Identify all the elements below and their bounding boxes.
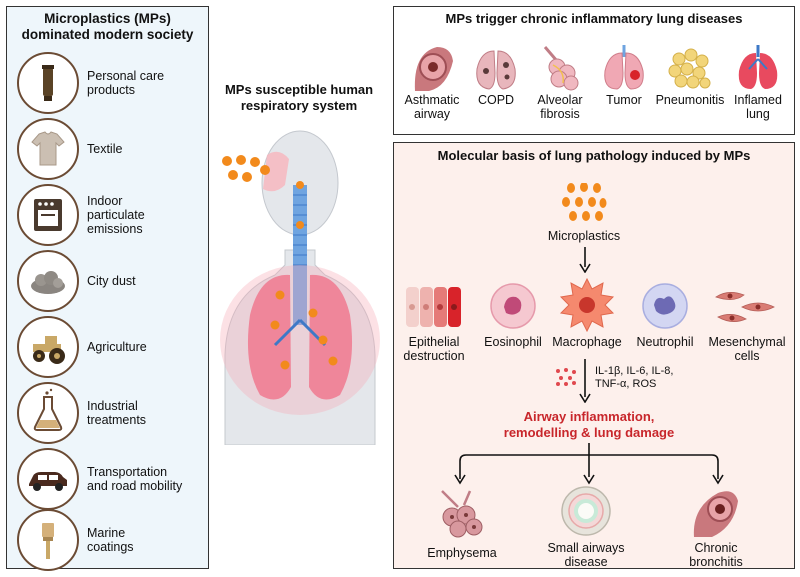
mesenchymal-cells-icon	[715, 292, 775, 322]
pneumonitis-icon	[668, 48, 711, 89]
respiratory-title: MPs susceptible human respiratory system	[224, 82, 374, 113]
outcome-label: Chronic bronchitis	[689, 541, 743, 569]
tumor-lung-icon	[604, 45, 644, 90]
car-icon	[29, 472, 67, 491]
tube-icon	[42, 65, 54, 101]
molecular-title: Molecular basis of lung pathology induce…	[437, 148, 751, 163]
source-item-industrial: Industrial treatments	[17, 382, 207, 444]
oven-icon	[34, 199, 62, 231]
bronchitis-icon	[693, 491, 738, 537]
source-label: Indoor particulate emissions	[87, 194, 145, 236]
outcome-label: Small airways disease	[547, 541, 625, 569]
eosinophil-icon	[490, 283, 536, 329]
sources-panel: Microplastics (MPs) dominated modern soc…	[6, 6, 209, 571]
lung-icon	[476, 50, 516, 90]
human-body-illustration	[220, 130, 380, 445]
arrow-down-icon	[579, 359, 591, 403]
cytokines-label: IL-1β, IL-6, IL-8, TNF-α, ROS	[595, 365, 674, 390]
flask-icon	[33, 388, 63, 431]
small-airway-icon	[561, 486, 611, 536]
source-item-transportation: Transportation and road mobility	[17, 448, 207, 510]
sources-title: Microplastics (MPs) dominated modern soc…	[21, 11, 194, 42]
arrow-down-icon	[579, 247, 591, 273]
source-label: Textile	[87, 142, 123, 156]
disease-asthmatic: Asthmatic airway	[400, 43, 464, 131]
source-item-textile: Textile	[17, 118, 207, 180]
cell-label: Neutrophil	[636, 335, 694, 349]
dust-icon	[31, 271, 65, 294]
outcome-label: Emphysema	[427, 546, 497, 560]
branch-connector	[454, 443, 724, 485]
disease-fibrosis: Alveolar fibrosis	[528, 43, 592, 131]
molecular-panel: Molecular basis of lung pathology induce…	[393, 142, 795, 569]
airway-icon	[414, 47, 453, 91]
cell-label: Eosinophil	[484, 335, 542, 349]
cytokine-dots-icon	[556, 368, 576, 386]
tshirt-icon	[31, 131, 65, 166]
source-label: Industrial treatments	[87, 399, 147, 427]
source-label: Personal care products	[87, 69, 165, 97]
brush-icon	[42, 523, 54, 559]
source-item-city-dust: City dust	[17, 250, 207, 312]
source-item-marine: Marine coatings	[17, 509, 207, 571]
source-label: Agriculture	[87, 340, 147, 354]
disease-copd: COPD	[464, 43, 528, 131]
diseases-title: MPs trigger chronic inflammatory lung di…	[445, 11, 743, 26]
cell-label: Epithelial destruction	[403, 335, 465, 363]
macrophage-icon	[559, 277, 615, 333]
tractor-icon	[33, 336, 65, 364]
microplastics-label: Microplastics	[547, 229, 621, 243]
epithelial-cells-icon	[406, 287, 461, 327]
disease-inflamed-lung: Inflamed lung	[726, 43, 790, 131]
emphysema-icon	[441, 490, 483, 538]
alveoli-icon	[543, 46, 579, 91]
source-item-agriculture: Agriculture	[17, 316, 207, 378]
inflammation-label: Airway inflammation, remodelling & lung …	[503, 409, 675, 440]
source-label: Marine coatings	[87, 526, 134, 554]
diseases-panel: MPs trigger chronic inflammatory lung di…	[393, 6, 795, 135]
source-item-indoor: Indoor particulate emissions	[17, 184, 207, 246]
disease-pneumonitis: Pneumonitis	[656, 43, 724, 131]
microplastic-particles-icon	[562, 183, 607, 221]
neutrophil-icon	[642, 283, 688, 329]
disease-tumor: Tumor	[592, 43, 656, 131]
source-label: City dust	[87, 274, 136, 288]
inflamed-lung-icon	[738, 45, 778, 89]
cell-label: Mesenchymal cells	[708, 335, 786, 363]
cell-label: Macrophage	[552, 335, 622, 349]
source-item-personal-care: Personal care products	[17, 52, 207, 114]
source-label: Transportation and road mobility	[87, 465, 183, 493]
